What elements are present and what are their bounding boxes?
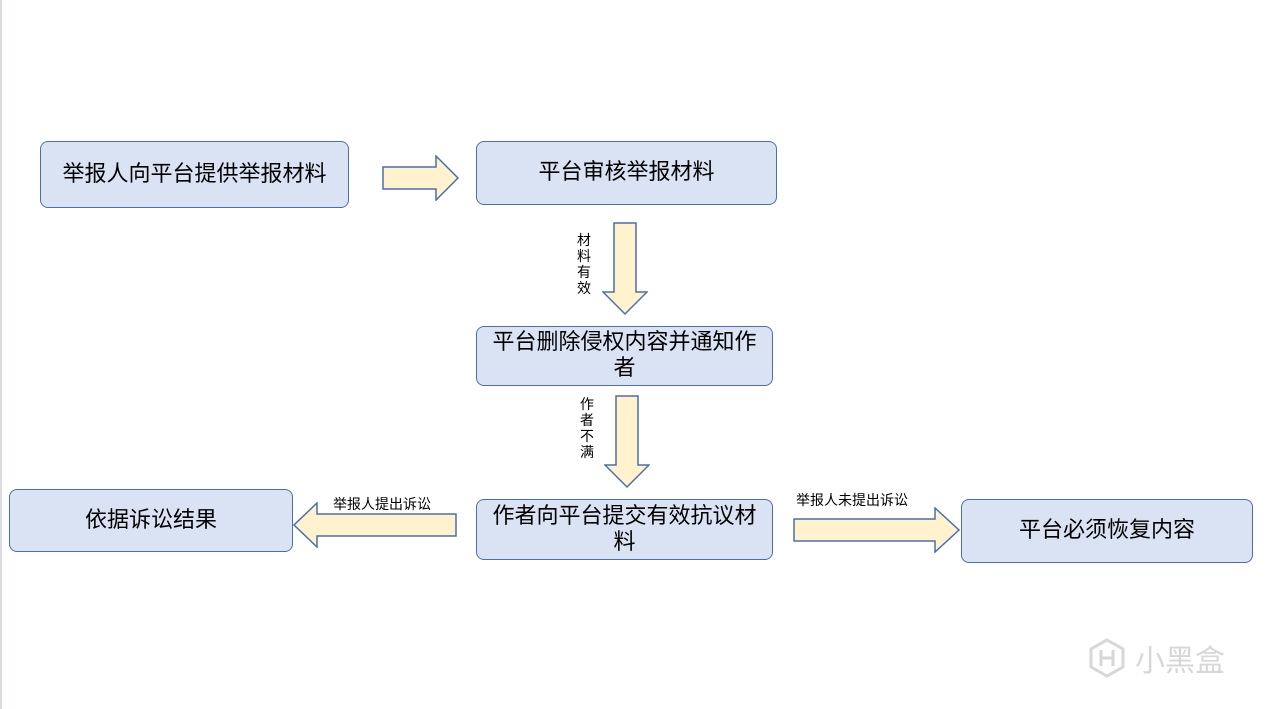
- node-delete: 平台删除侵权内容并通知作者: [476, 326, 773, 386]
- arrow-review-to-delete: [602, 222, 648, 316]
- edge-label-valid: 材料有效: [577, 233, 591, 297]
- arrow-appeal-to-lawsuit-result: [293, 502, 457, 548]
- node-lawsuit-result-label: 依据诉讼结果: [84, 507, 217, 533]
- node-report: 举报人向平台提供举报材料: [40, 141, 349, 208]
- edge-label-unsatisfied: 作者不满: [580, 397, 594, 461]
- watermark-text: 小黑盒: [1135, 644, 1225, 679]
- node-appeal-label: 作者向平台提交有效抗议材料: [492, 503, 757, 555]
- left-edge-rule: [0, 0, 2, 709]
- arrow-delete-to-appeal: [604, 395, 650, 489]
- watermark: 小黑盒: [1087, 636, 1225, 680]
- node-lawsuit-result: 依据诉讼结果: [9, 489, 293, 552]
- node-report-label: 举报人向平台提供举报材料: [62, 161, 327, 187]
- node-review: 平台审核举报材料: [476, 141, 777, 205]
- arrow-report-to-review: [382, 155, 460, 201]
- arrow-appeal-to-restore: [793, 507, 961, 553]
- node-delete-label: 平台删除侵权内容并通知作者: [492, 330, 757, 381]
- node-restore-label: 平台必须恢复内容: [1018, 518, 1195, 543]
- edge-label-reporter-no-sue: 举报人未提出诉讼: [796, 493, 908, 509]
- node-appeal: 作者向平台提交有效抗议材料: [476, 499, 773, 560]
- edge-label-reporter-sues: 举报人提出诉讼: [333, 497, 431, 513]
- xiaoheihe-logo-icon: [1089, 638, 1125, 678]
- node-restore: 平台必须恢复内容: [961, 499, 1253, 563]
- node-review-label: 平台审核举报材料: [538, 160, 715, 185]
